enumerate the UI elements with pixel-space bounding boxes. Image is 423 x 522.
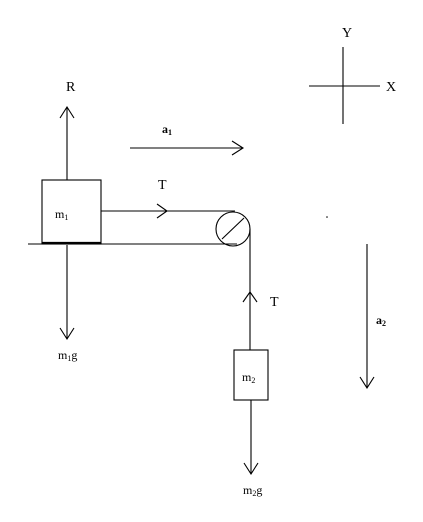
weight-m1-label-sub: 1 — [67, 354, 71, 363]
weight-m1-label: m1g — [58, 348, 77, 363]
block-m1-label-main: m — [55, 207, 65, 221]
weight-m2-arrow: m2g — [243, 400, 262, 498]
pulley — [215, 211, 251, 247]
block-m1-label-sub: 1 — [64, 213, 68, 222]
weight-m2-label-sub: 2 — [252, 489, 256, 498]
acceleration-a2-label-main: a — [376, 313, 382, 327]
stray-dot — [326, 216, 328, 218]
rope-horizontal: T — [101, 178, 235, 219]
block-m2-label: m2 — [242, 370, 255, 385]
tension-top-label: T — [158, 178, 167, 193]
acceleration-a1-label-main: a — [162, 122, 168, 136]
block-m1-box — [41, 179, 102, 245]
weight-m2-label: m2g — [243, 483, 262, 498]
acceleration-a2-arrowhead — [359, 376, 375, 390]
tension-bottom-label: T — [270, 295, 279, 310]
tension-bottom-arrowhead — [242, 291, 258, 303]
weight-m1-label-suffix: g — [71, 348, 77, 362]
block-m1-label: m1 — [55, 207, 68, 222]
coordinate-axes: Y X — [309, 26, 396, 124]
weight-m2-label-suffix: g — [256, 483, 262, 497]
block-m2: m2 — [233, 349, 269, 401]
rope-vertical: T — [242, 229, 279, 350]
weight-m2-label-main: m — [243, 483, 253, 497]
weight-m1-arrow: m1g — [58, 245, 77, 363]
pulley-axle-line — [221, 217, 245, 240]
weight-m1-label-main: m — [58, 348, 68, 362]
acceleration-a1-label: a1 — [162, 122, 172, 137]
normal-force-arrowhead — [59, 105, 75, 119]
block-m2-label-main: m — [242, 370, 252, 384]
x-axis-label: X — [386, 80, 396, 95]
acceleration-a2-arrow: a2 — [359, 244, 386, 390]
block-m2-label-sub: 2 — [251, 376, 255, 385]
acceleration-a1-arrow: a1 — [130, 122, 245, 156]
weight-m2-arrowhead — [243, 462, 259, 476]
acceleration-a2-label-sub: 2 — [382, 319, 386, 328]
normal-force-label: R — [66, 80, 76, 95]
block-m1: m1 — [41, 179, 102, 245]
weight-m1-arrowhead — [59, 327, 75, 341]
y-axis-label: Y — [342, 26, 352, 41]
acceleration-a1-label-sub: 1 — [168, 128, 172, 137]
acceleration-a1-arrowhead — [231, 140, 245, 156]
acceleration-a2-label: a2 — [376, 313, 386, 328]
tension-top-arrowhead — [156, 203, 168, 219]
normal-force-arrow: R — [59, 80, 76, 180]
